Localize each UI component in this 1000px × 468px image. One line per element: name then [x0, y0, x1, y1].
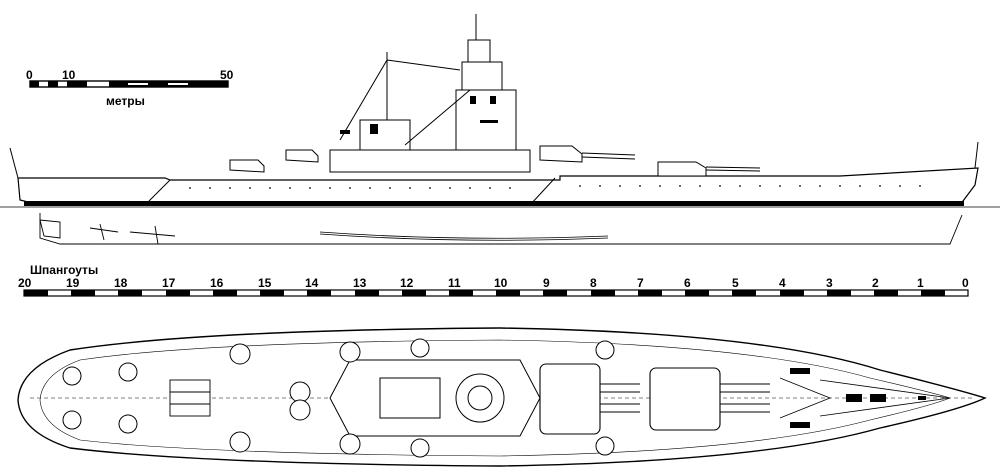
frame-tick-20: 20: [18, 276, 32, 290]
meter-tick-10: 10: [62, 68, 76, 82]
frame-tick-13: 13: [353, 276, 367, 290]
frame-tick-5: 5: [732, 276, 739, 290]
frame-tick-0: 0: [962, 276, 969, 290]
frame-tick-1: 1: [917, 276, 924, 290]
frames-scale-title: Шпангоуты: [30, 263, 99, 277]
meter-unit-label: метры: [106, 94, 145, 108]
frame-tick-16: 16: [210, 276, 224, 290]
frame-tick-11: 11: [448, 276, 461, 290]
frame-tick-12: 12: [400, 276, 414, 290]
frame-tick-3: 3: [826, 276, 833, 290]
frame-tick-19: 19: [66, 276, 80, 290]
frame-tick-10: 10: [494, 276, 508, 290]
frame-tick-7: 7: [637, 276, 644, 290]
meter-tick-0: 0: [26, 68, 33, 82]
frame-tick-8: 8: [590, 276, 597, 290]
frame-tick-2: 2: [872, 276, 879, 290]
meter-tick-50: 50: [220, 68, 234, 82]
frame-tick-6: 6: [684, 276, 691, 290]
frame-tick-9: 9: [543, 276, 550, 290]
frame-tick-4: 4: [779, 276, 786, 290]
frame-tick-14: 14: [305, 276, 319, 290]
frame-tick-15: 15: [258, 276, 272, 290]
frame-tick-17: 17: [162, 276, 176, 290]
frame-tick-18: 18: [114, 276, 128, 290]
